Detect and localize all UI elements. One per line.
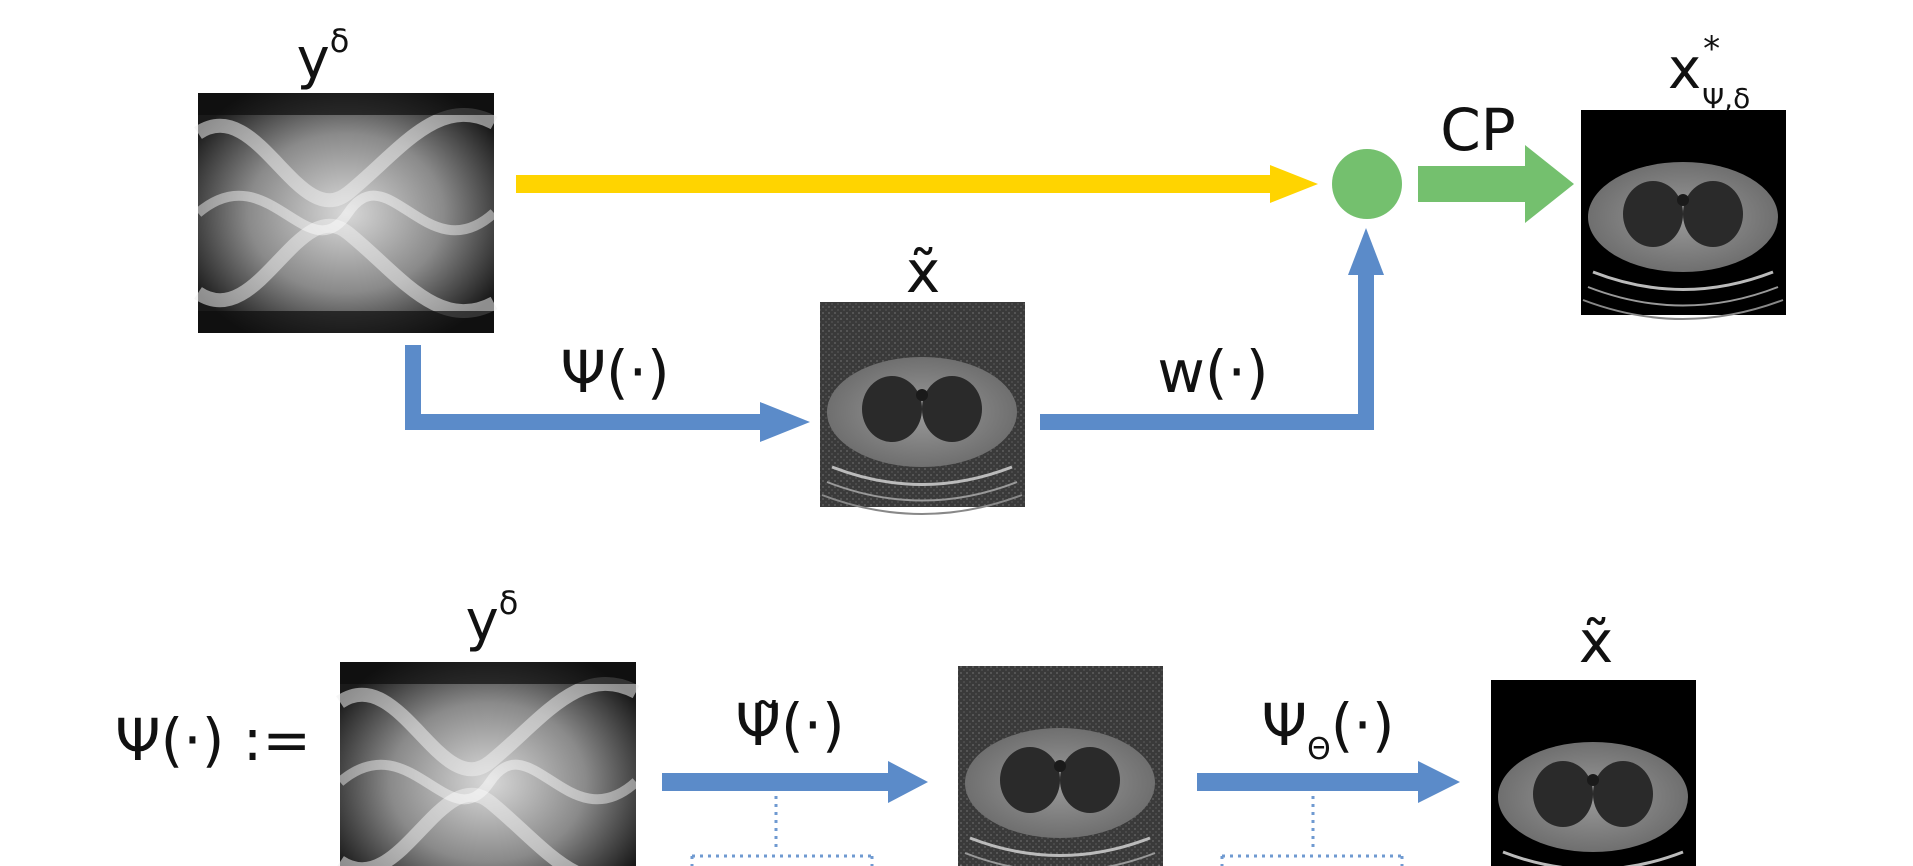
dotted-bracket-1	[690, 796, 874, 866]
yellow-arrow	[516, 165, 1318, 203]
bottom-sinogram-label: yδ	[466, 584, 519, 654]
psi-label: Ψ(·)	[560, 338, 669, 406]
top-output-label: x*Ψ,δ	[1668, 29, 1750, 115]
top-sinogram	[198, 93, 494, 333]
top-intermediate-ct	[820, 302, 1025, 516]
w-label: w(·)	[1157, 338, 1268, 406]
dotted-bracket-2	[1220, 796, 1404, 866]
blue-arrow-psi	[405, 345, 810, 442]
top-sinogram-label: yδ	[297, 22, 350, 92]
blue-arrow-psi-theta	[1197, 761, 1460, 803]
intermediate-label: x̃	[906, 238, 940, 306]
definition-lhs: Ψ(·) :=	[115, 706, 311, 774]
bottom-sinogram	[340, 662, 636, 866]
merge-node	[1332, 149, 1402, 219]
top-output-ct	[1581, 110, 1786, 321]
psi-theta-label: ΨΘ(·)	[1262, 691, 1395, 767]
psi-tilde-label: Ψ̃(·)	[735, 691, 844, 759]
bottom-output-ct	[1491, 680, 1696, 866]
cp-arrow	[1418, 145, 1574, 223]
bottom-output-label: x̃	[1579, 608, 1613, 676]
blue-arrow-w	[1040, 228, 1384, 430]
bottom-noisy-ct	[958, 666, 1163, 866]
blue-arrow-psi-tilde	[662, 761, 928, 803]
cp-label: CP	[1440, 96, 1515, 164]
